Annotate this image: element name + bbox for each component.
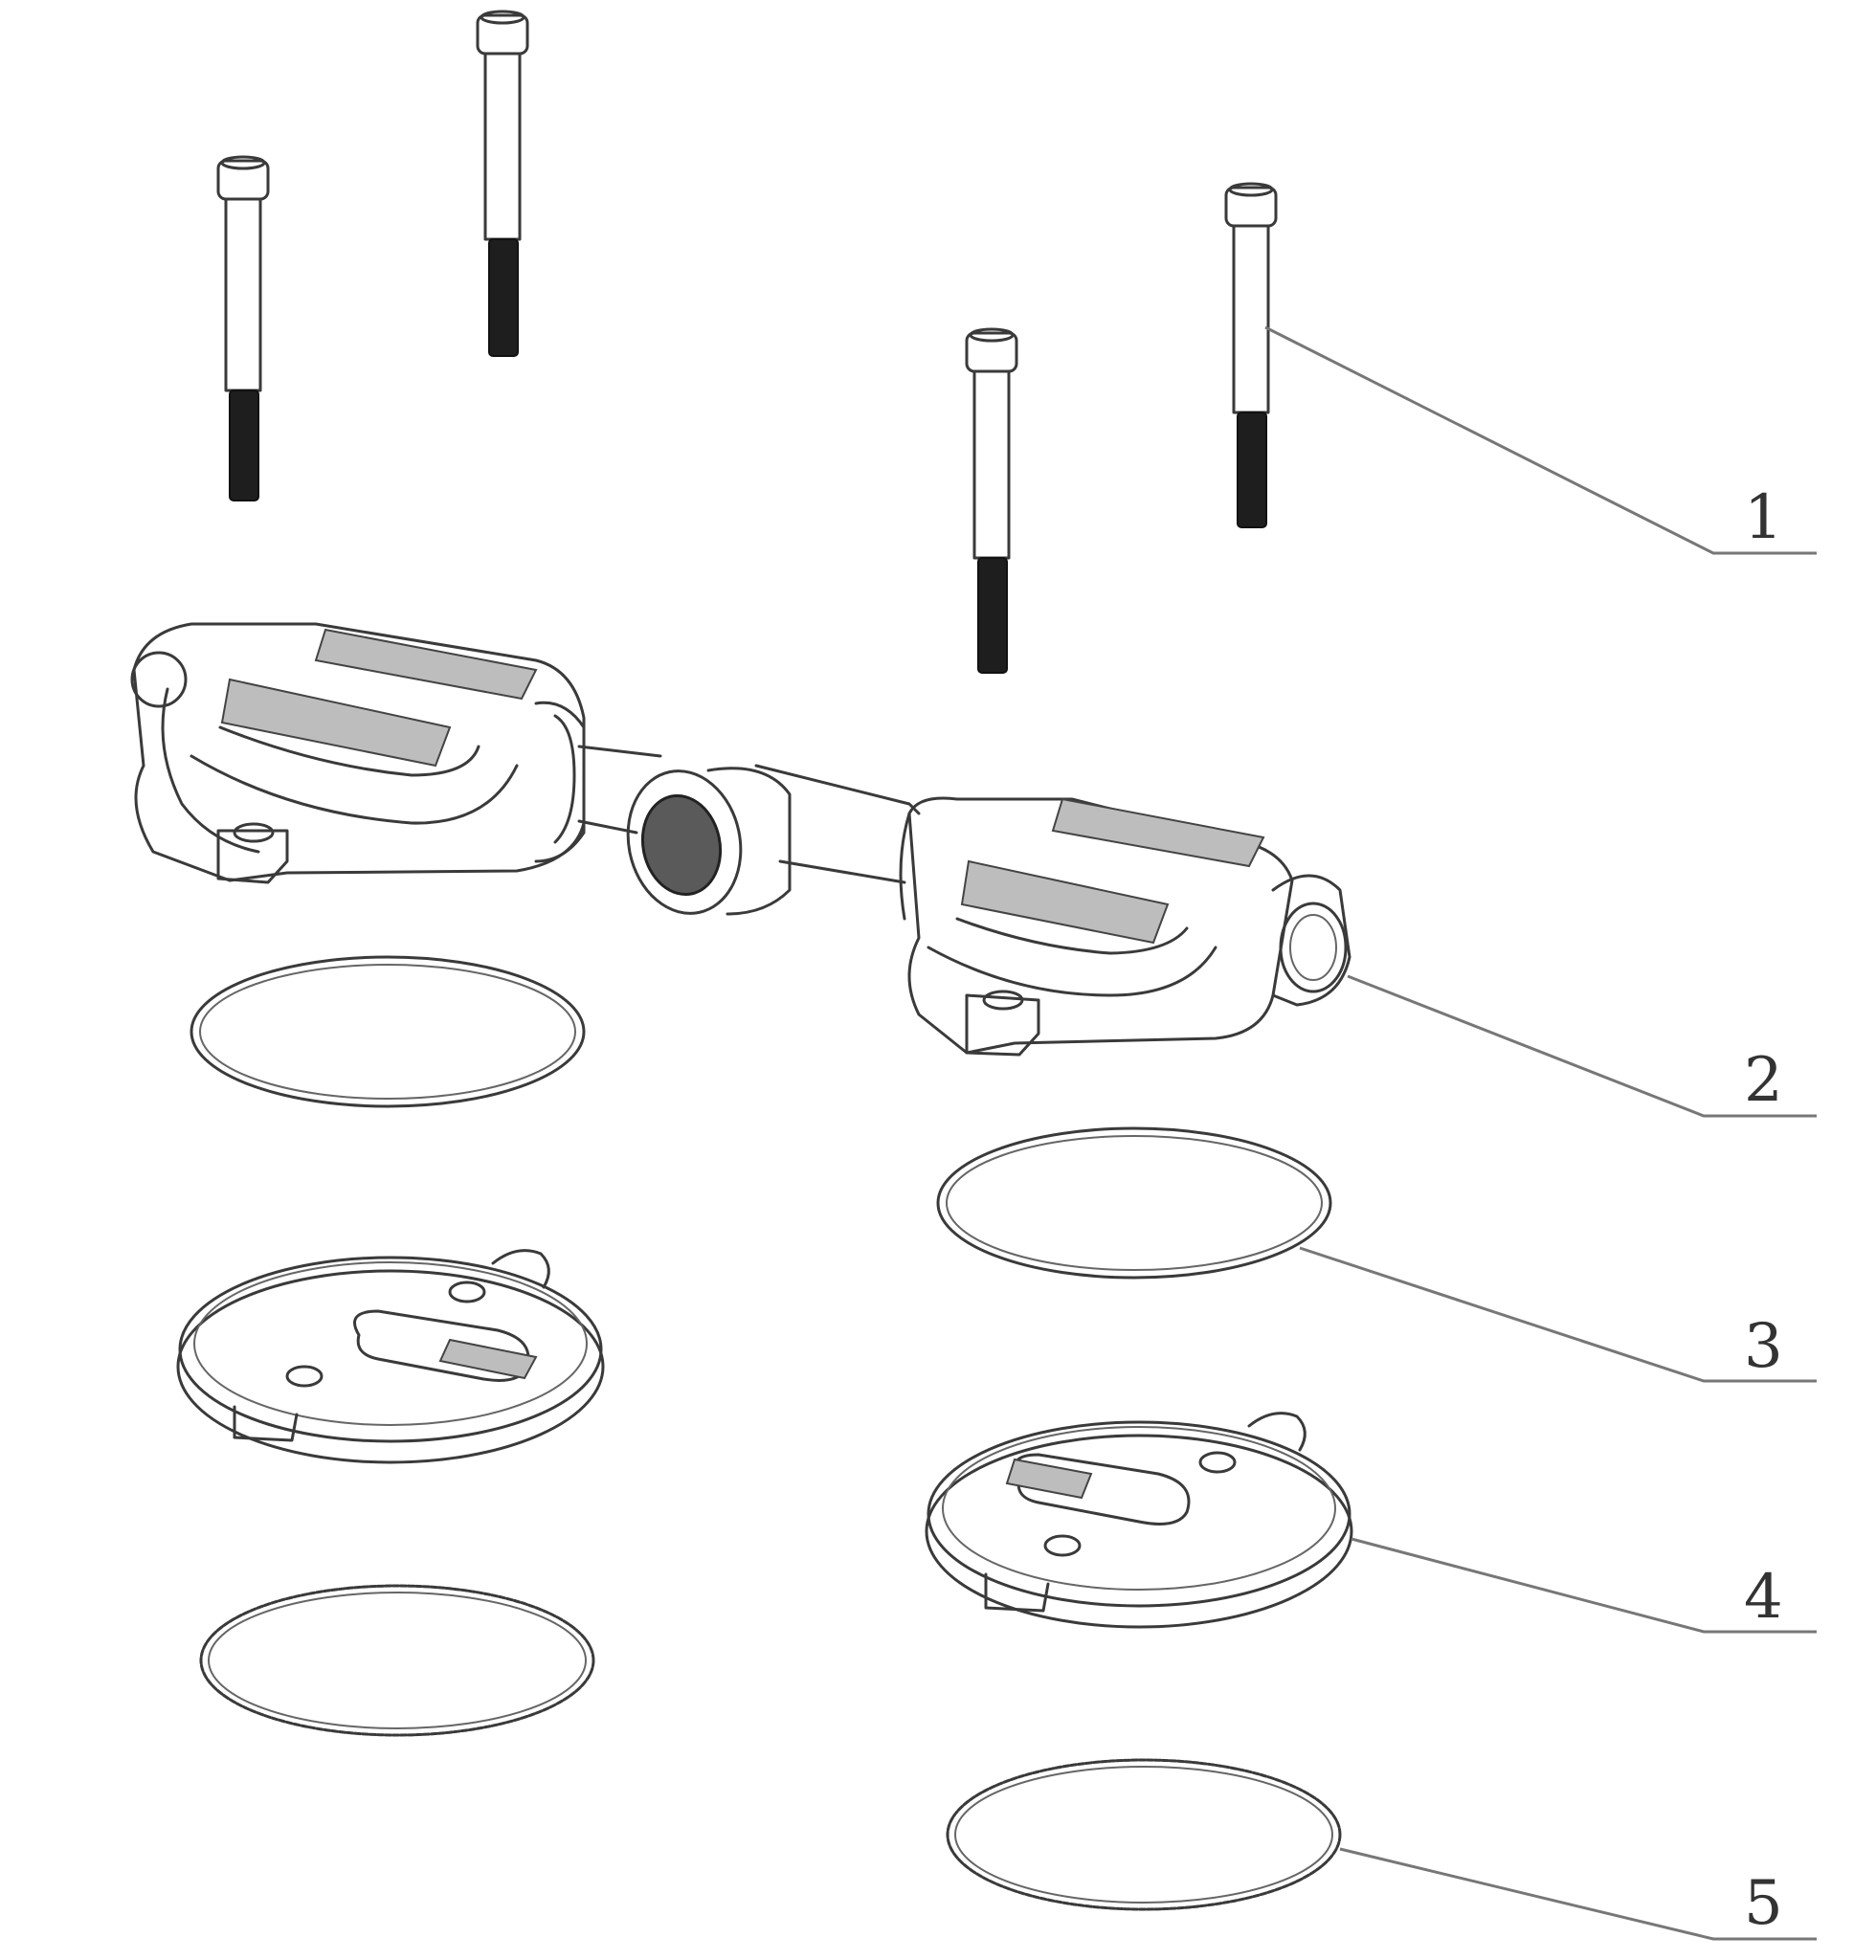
callout-3: 3 [1744, 1311, 1783, 1382]
manifold-assembly [130, 622, 1351, 1057]
bolt-d [1224, 182, 1278, 528]
leader-lines [1264, 325, 1817, 1941]
gasket-5 [946, 1758, 1342, 1911]
valve-plate-4 [925, 1412, 1353, 1629]
callout-2: 2 [1744, 1045, 1783, 1116]
leader-4 [1351, 1537, 1817, 1634]
leader-1 [1264, 325, 1817, 555]
callout-5: 5 [1744, 1868, 1783, 1939]
callout-4: 4 [1744, 1562, 1783, 1633]
bolt-a [216, 155, 270, 501]
leader-2 [1347, 974, 1817, 1118]
bolt-c [965, 327, 1018, 674]
leader-3 [1299, 1246, 1817, 1383]
leader-5 [1339, 1847, 1817, 1941]
valve-plate-left [176, 1249, 605, 1464]
bolt-b [476, 10, 529, 357]
gasket-left-lower [199, 1584, 595, 1737]
o-ring-3 [936, 1126, 1332, 1280]
o-ring-left-upper [190, 955, 586, 1108]
callout-1: 1 [1744, 482, 1783, 553]
